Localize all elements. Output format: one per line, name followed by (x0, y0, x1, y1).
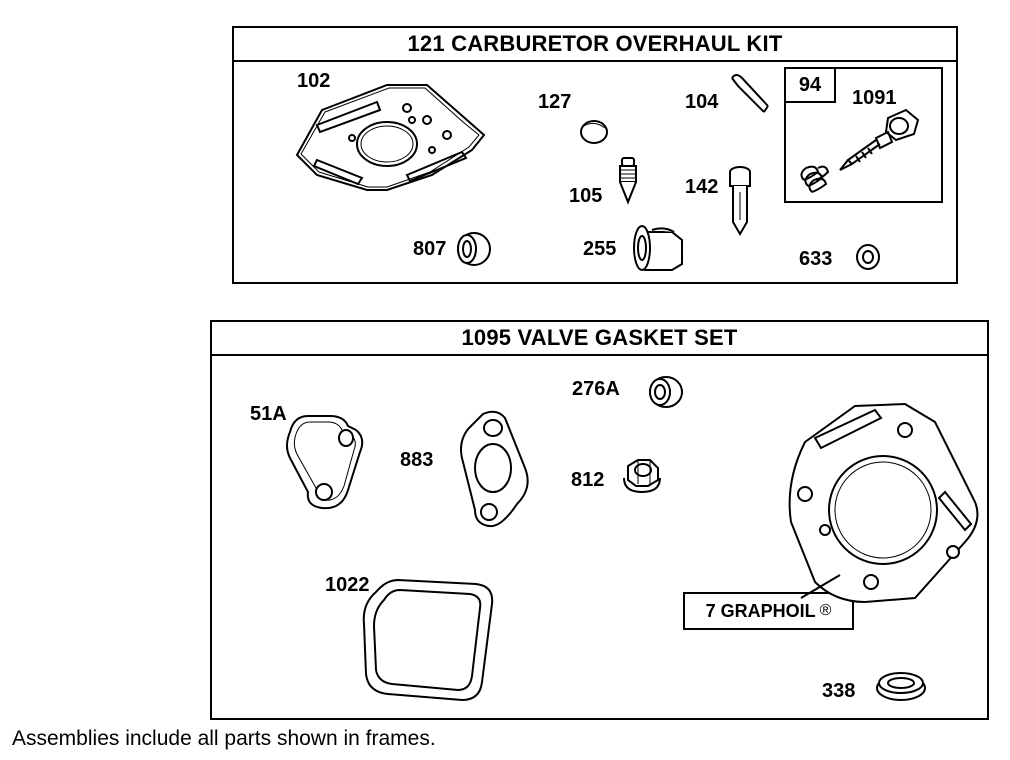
part-label-102: 102 (297, 70, 331, 92)
nut-812-drawing (623, 459, 661, 494)
part-label-1022: 1022 (325, 574, 370, 596)
graphoil-callout: 7 GRAPHOIL ® (683, 592, 854, 630)
carburetor-gasket-102-drawing (295, 84, 486, 191)
part-label-338: 338 (822, 680, 856, 702)
registered-mark: ® (819, 602, 832, 619)
gasket-883-drawing (460, 410, 529, 528)
part-label-807: 807 (413, 238, 447, 260)
seal-338-drawing (876, 672, 926, 701)
washer-633-drawing (856, 244, 880, 270)
gasket-51A-drawing (286, 415, 364, 510)
graphoil-text: 7 GRAPHOIL (705, 600, 816, 621)
carburetor-kit-frame: 121 CARBURETOR OVERHAUL KIT (232, 26, 958, 284)
seal-276A-drawing (649, 376, 683, 408)
part-label-51A: 51A (250, 403, 287, 425)
part-label-633: 633 (799, 248, 833, 270)
part-label-812: 812 (571, 469, 605, 491)
part-label-104: 104 (685, 91, 719, 113)
valve-gasket-set-title: 1095 VALVE GASKET SET (212, 322, 987, 356)
needle-valve-1091-drawing (800, 108, 920, 193)
float-needle-105-drawing (619, 157, 637, 205)
footnote: Assemblies include all parts shown in fr… (12, 727, 436, 750)
pin-104-drawing (731, 74, 769, 113)
part-label-276A: 276A (572, 378, 620, 400)
sleeve-255-drawing (633, 225, 683, 271)
emulsion-tube-142-drawing (729, 166, 751, 236)
part-label-94: 94 (786, 69, 836, 103)
sub-assembly-94-frame: 94 (784, 67, 943, 203)
part-label-142: 142 (685, 176, 719, 198)
seal-807-drawing (457, 232, 491, 266)
carburetor-kit-title: 121 CARBURETOR OVERHAUL KIT (234, 28, 956, 62)
part-label-127: 127 (538, 91, 572, 113)
head-gasket-graphoil-drawing (788, 402, 979, 604)
part-label-1091: 1091 (852, 87, 897, 109)
gasket-1022-drawing (362, 578, 494, 702)
welch-plug-127-drawing (580, 120, 608, 144)
part-label-883: 883 (400, 449, 434, 471)
part-label-255: 255 (583, 238, 617, 260)
part-label-105: 105 (569, 185, 603, 207)
